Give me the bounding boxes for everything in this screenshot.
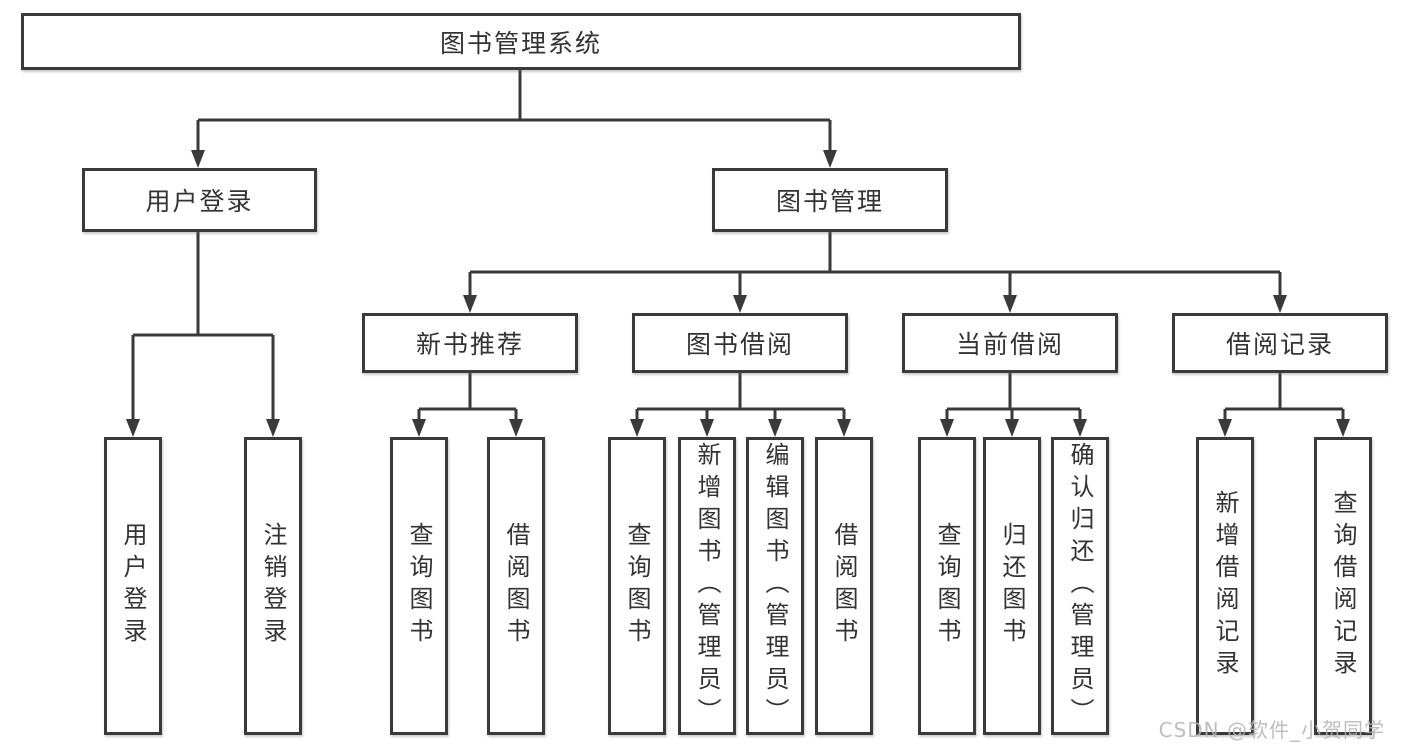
node-book-management-label: 图书管理	[775, 187, 884, 216]
leaf-query-borrow-record-label: 查询借阅记录	[1329, 490, 1357, 682]
connector-userlogin-to-leaves	[126, 232, 280, 437]
leaf-confirm-return-admin: 确认归还（管理员）	[1051, 437, 1109, 735]
connector-bookborrow-to-leaves	[630, 373, 851, 437]
leaf-query-books-borrow: 查询图书	[608, 437, 666, 735]
leaf-logout-label: 注销登录	[259, 522, 287, 650]
leaf-borrow-books-recommend: 借阅图书	[487, 437, 545, 735]
leaf-query-books-recommend-label: 查询图书	[405, 522, 433, 650]
node-book-management: 图书管理	[712, 168, 948, 232]
node-borrow-records: 借阅记录	[1172, 313, 1388, 373]
leaf-borrow-books-label: 借阅图书	[830, 522, 858, 650]
leaf-query-books-recommend: 查询图书	[390, 437, 448, 735]
leaf-add-books-admin-label: 新增图书（管理员）	[693, 442, 721, 730]
node-new-book-recommend-label: 新书推荐	[415, 330, 524, 359]
node-user-login: 用户登录	[82, 168, 317, 232]
connector-currentborrow-to-leaves	[940, 373, 1087, 437]
leaf-edit-books-admin-label: 编辑图书（管理员）	[761, 442, 789, 730]
connector-borrowrecords-to-leaves	[1218, 373, 1350, 437]
node-book-borrow: 图书借阅	[632, 313, 848, 373]
connector-newbook-to-leaves	[412, 373, 523, 437]
connector-root-to-level2	[191, 70, 837, 168]
leaf-logout: 注销登录	[244, 437, 302, 735]
leaf-add-books-admin: 新增图书（管理员）	[678, 437, 736, 735]
leaf-query-books-borrow-label: 查询图书	[623, 522, 651, 650]
leaf-query-borrow-record: 查询借阅记录	[1314, 437, 1372, 735]
node-book-borrow-label: 图书借阅	[685, 330, 794, 359]
node-current-borrow: 当前借阅	[902, 313, 1118, 373]
leaf-confirm-return-admin-label: 确认归还（管理员）	[1066, 442, 1094, 730]
leaf-borrow-books: 借阅图书	[815, 437, 873, 735]
leaf-edit-books-admin: 编辑图书（管理员）	[746, 437, 804, 735]
node-library-system: 图书管理系统	[21, 13, 1021, 70]
node-current-borrow-label: 当前借阅	[955, 330, 1064, 359]
leaf-return-books-label: 归还图书	[998, 522, 1026, 650]
node-user-login-label: 用户登录	[145, 187, 254, 216]
connector-bookmgmt-to-level3	[463, 232, 1287, 313]
csdn-watermark: CSDN @软件_小贺同学	[1158, 718, 1385, 742]
leaf-add-borrow-record-label: 新增借阅记录	[1211, 490, 1239, 682]
leaf-query-books-current: 查询图书	[918, 437, 976, 735]
node-new-book-recommend: 新书推荐	[362, 313, 578, 373]
leaf-borrow-books-recommend-label: 借阅图书	[502, 522, 530, 650]
node-library-system-label: 图书管理系统	[439, 28, 602, 58]
leaf-user-login-label: 用户登录	[119, 522, 147, 650]
leaf-return-books: 归还图书	[983, 437, 1041, 735]
leaf-query-books-current-label: 查询图书	[933, 522, 961, 650]
leaf-user-login: 用户登录	[104, 437, 162, 735]
leaf-add-borrow-record: 新增借阅记录	[1196, 437, 1254, 735]
node-borrow-records-label: 借阅记录	[1225, 330, 1334, 359]
